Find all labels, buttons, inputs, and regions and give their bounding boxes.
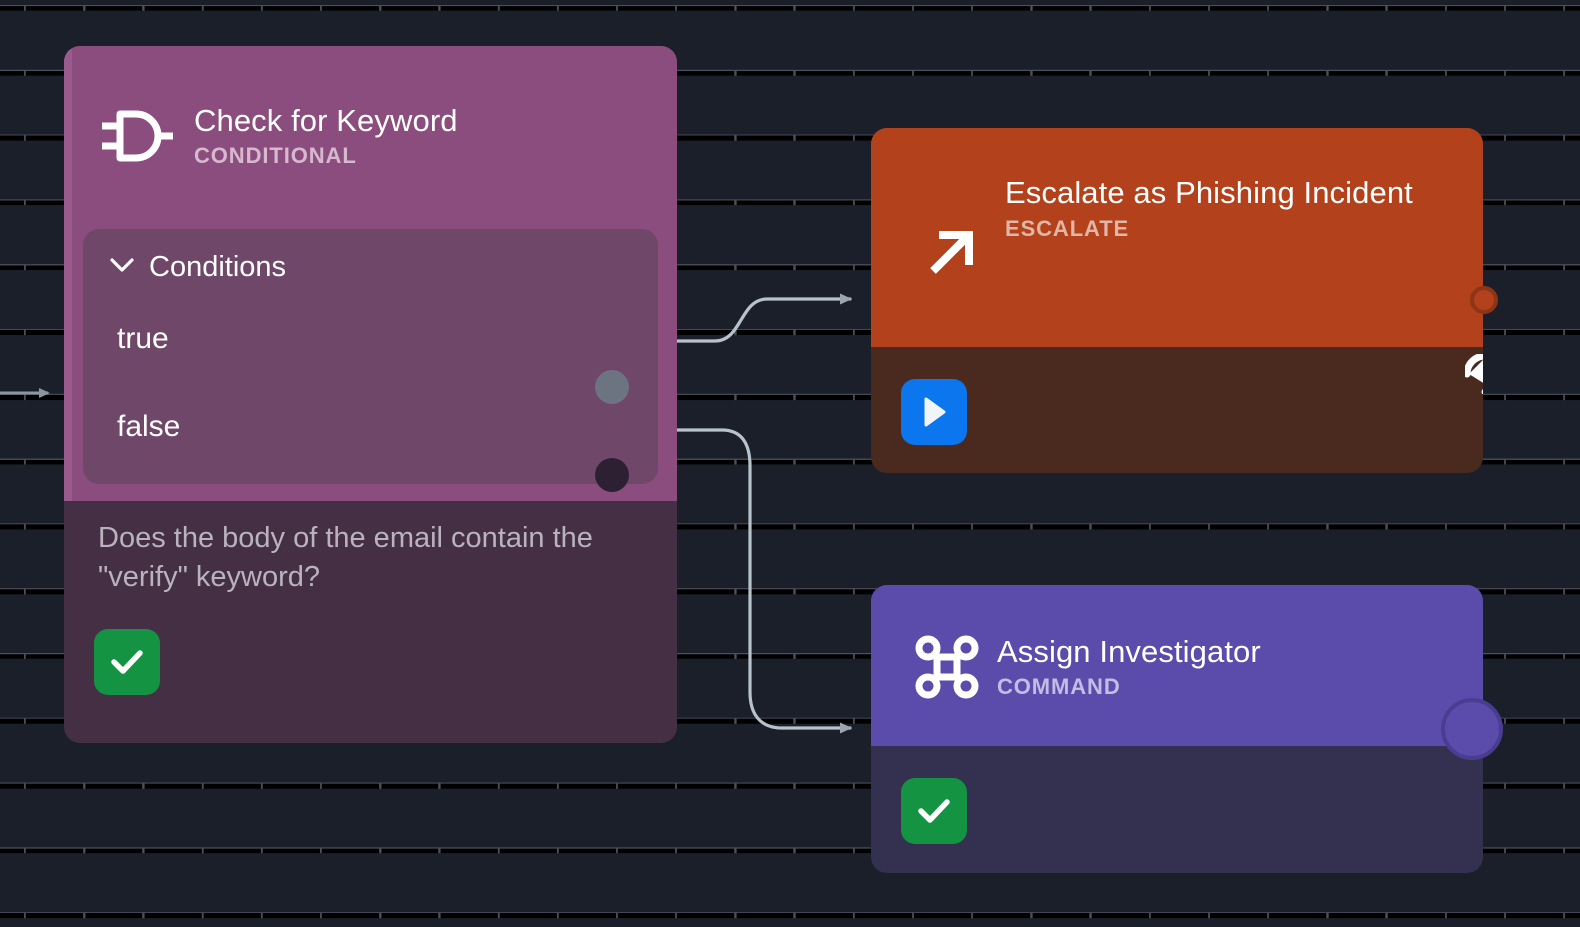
logic-gate-icon	[98, 106, 176, 166]
node-assign-investigator[interactable]: Assign Investigator COMMAND	[871, 585, 1503, 873]
node-escalate-as-phishing-incident[interactable]: Escalate as Phishing Incident ESCALATE	[871, 128, 1498, 473]
conditional-header: Check for Keyword CONDITIONAL	[98, 82, 658, 190]
node-subtitle: ESCALATE	[1005, 215, 1130, 241]
conditions-label: Conditions	[149, 251, 287, 283]
condition-row-true[interactable]: true	[83, 319, 658, 359]
command-header: Assign Investigator COMMAND	[915, 613, 1455, 721]
conditions-panel[interactable]: Conditions true false	[83, 229, 658, 484]
node-title: Check for Keyword	[194, 102, 458, 138]
chevron-down-icon[interactable]	[109, 257, 135, 278]
output-handle-true[interactable]	[595, 370, 629, 404]
condition-label: false	[117, 410, 181, 443]
node-check-for-keyword[interactable]: Check for Keyword CONDITIONAL Conditions…	[64, 46, 677, 743]
escalate-header: Escalate as Phishing Incident ESCALATE	[915, 155, 1455, 320]
node-subtitle: COMMAND	[997, 674, 1121, 700]
output-handle-false[interactable]	[595, 458, 629, 492]
status-badge-success[interactable]	[901, 778, 967, 844]
command-icon	[915, 635, 979, 699]
node-subtitle: CONDITIONAL	[194, 143, 357, 169]
node-description: Does the body of the email contain the "…	[98, 522, 593, 594]
arrow-up-right-icon	[915, 217, 987, 289]
loop-icon[interactable]	[1465, 354, 1483, 394]
conditions-header[interactable]: Conditions	[109, 251, 286, 284]
condition-row-false[interactable]: false	[83, 407, 658, 447]
node-accent-stripe	[64, 46, 72, 501]
run-button[interactable]	[901, 379, 967, 445]
condition-label: true	[117, 322, 169, 355]
status-badge-success[interactable]	[94, 629, 160, 695]
output-handle[interactable]	[1441, 698, 1503, 760]
node-title: Escalate as Phishing Incident	[1005, 175, 1413, 210]
output-handle[interactable]	[1470, 286, 1498, 314]
node-title: Assign Investigator	[997, 633, 1261, 669]
node-header-background	[871, 585, 1483, 746]
